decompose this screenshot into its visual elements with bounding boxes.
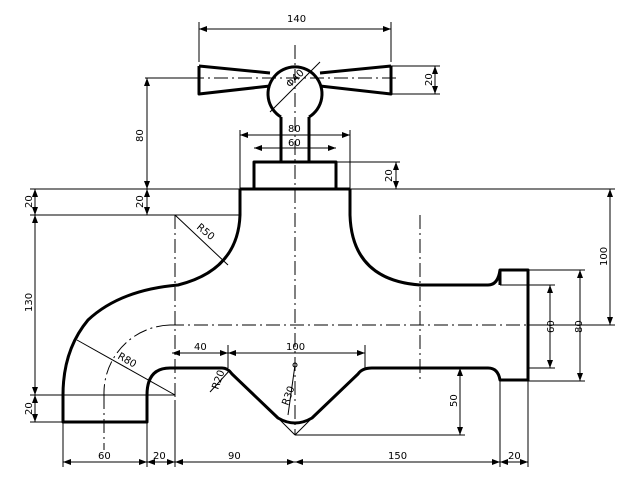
dim-base-60: 60 <box>98 451 111 462</box>
dim-bottom-left-20: 20 <box>24 402 35 415</box>
dim-handle-width: 140 <box>287 14 306 25</box>
dim-base-90: 90 <box>228 451 241 462</box>
dim-handle-height: 80 <box>135 129 146 142</box>
dim-top-left-20: 20 <box>24 195 35 208</box>
dim-seg-100: 100 <box>286 342 305 353</box>
dim-depth-50: 50 <box>449 394 460 407</box>
dimension-lines <box>30 22 615 467</box>
dimension-labels: 140 Φ40 20 80 80 60 20 20 20 R50 130 20 … <box>24 14 610 462</box>
center-lines <box>103 45 540 450</box>
dim-handle-arm-height: 20 <box>424 73 435 86</box>
dim-left-height: 130 <box>24 293 35 312</box>
dim-top-mid-20: 20 <box>135 195 146 208</box>
dim-valley-r30: R30 <box>280 385 297 407</box>
dim-base-150: 150 <box>388 451 407 462</box>
dim-body-radius: R50 <box>194 222 216 243</box>
dim-nut-outer: 80 <box>288 124 301 135</box>
dim-seg-40: 40 <box>194 342 207 353</box>
dim-base-flange-20: 20 <box>508 451 521 462</box>
dim-nut-inner: 60 <box>288 138 301 149</box>
handle <box>197 64 393 162</box>
dim-outlet-60: 60 <box>546 320 557 333</box>
dim-flange-80: 80 <box>574 320 585 333</box>
dim-right-height-100: 100 <box>599 247 610 266</box>
dim-base-20: 20 <box>153 451 166 462</box>
dim-fillet-r20: R20 <box>210 369 227 391</box>
dim-nut-height: 20 <box>384 169 395 182</box>
